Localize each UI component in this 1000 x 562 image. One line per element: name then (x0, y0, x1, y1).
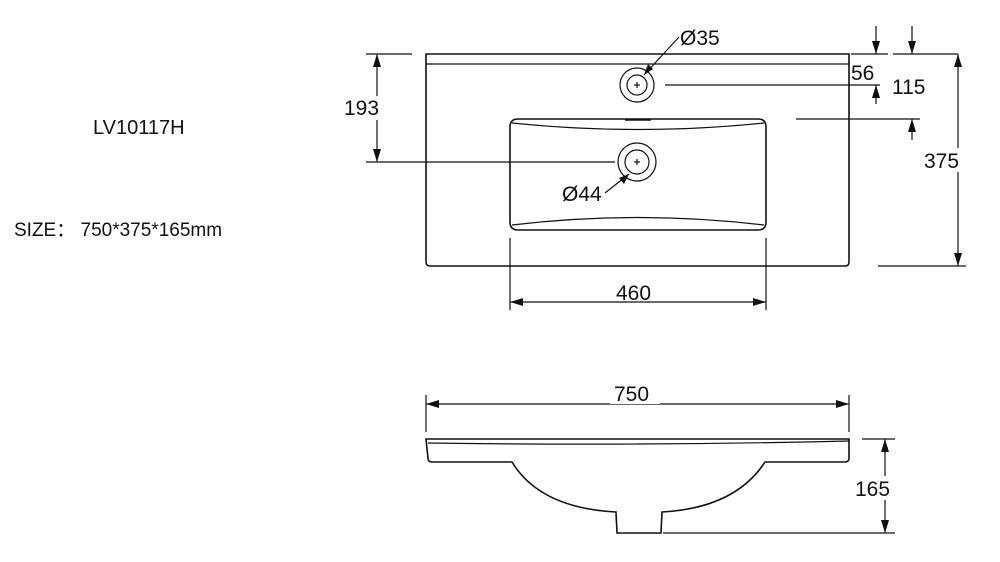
side-view: 750 165 (425, 382, 898, 534)
width-dimension: 750 (614, 383, 649, 406)
depth-dimension: 375 (924, 150, 959, 173)
drain-hole-dimension: Ø44 (562, 183, 602, 206)
bowl-width-dimension: 460 (616, 282, 651, 305)
bowl-inner-top (511, 122, 765, 131)
height-dimension: 165 (855, 478, 890, 501)
bowl-outline (509, 118, 767, 231)
side-profile-rim (427, 440, 850, 445)
side-profile (425, 438, 850, 534)
basin-outline (425, 53, 850, 267)
faucet-hole (619, 67, 655, 103)
bowl-inner-bottom (511, 216, 765, 226)
top-view: Ø35 Ø44 56 115 375 193 (342, 26, 966, 310)
faucet-offset-dimension: 56 (851, 62, 874, 85)
drain-offset-dimension: 193 (344, 97, 379, 120)
bowl-offset-dimension: 115 (892, 76, 925, 99)
overflow-hole-dimension: Ø35 (680, 27, 720, 50)
size-spec: SIZE： 750*375*165mm (14, 220, 223, 241)
drain-hole (617, 142, 657, 182)
model-number: LV10117H (93, 117, 185, 139)
